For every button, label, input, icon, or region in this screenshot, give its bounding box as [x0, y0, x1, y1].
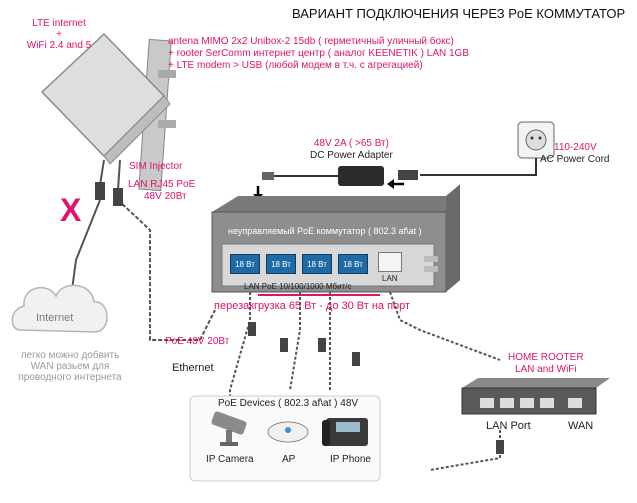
antenna-desc-line: antena MIMO 2x2 Unibox-2 15db ( герметич… — [168, 36, 454, 47]
poe-port-4: 18 Вт — [338, 254, 368, 274]
internet-label: Internet — [36, 312, 74, 324]
antenna-icon — [40, 32, 176, 192]
wan-note-line: WAN разьем для — [30, 361, 110, 372]
sim-injector-label: SIM Injector — [129, 161, 183, 172]
poe-port-2: 18 Вт — [266, 254, 296, 274]
home-router-icon — [461, 378, 610, 415]
antenna-left-line: + — [56, 29, 62, 40]
power-outlet-icon — [517, 121, 555, 159]
poe-port-1: 18 Вт — [230, 254, 260, 274]
switch-lan-label: LAN — [382, 274, 398, 283]
poe-switch-icon — [211, 184, 460, 293]
device-cables — [229, 291, 501, 400]
antenna-cables — [71, 159, 216, 341]
home-router-line: LAN and WiFi — [514, 364, 577, 375]
lan-rj45-line: LAN RJ45 PoE — [128, 179, 196, 190]
ac-cord-line: AC Power Cord — [540, 154, 610, 165]
router-cable — [429, 430, 501, 471]
arrow-left-icon — [387, 179, 394, 189]
lan-rj45-line: 48V 20Вт — [144, 191, 187, 202]
x-mark: X — [60, 192, 82, 228]
poe-port-3: 18 Вт — [302, 254, 332, 274]
adapter-label: 48V 2A ( >65 Вт) DC Power Adapter — [310, 138, 393, 162]
devices-header: PoE Devices ( 802.3 af\at ) 48V — [218, 398, 359, 409]
ip-camera-icon — [211, 411, 247, 446]
adapter-line: 48V 2A ( >65 Вт) — [313, 138, 389, 149]
lan-port-label: LAN Port — [486, 420, 531, 432]
device-ip-phone-label: IP Phone — [330, 454, 371, 465]
page-title: ВАРИАНТ ПОДКЛЮЧЕНИЯ ЧЕРЕЗ PoE КОММУТАТОР — [292, 6, 626, 21]
adapter-line: DC Power Adapter — [310, 150, 393, 161]
rj45-connector-icon — [95, 182, 105, 200]
switch-lan-poe-label: LAN PoE 10/100/1000 Мбит/с — [244, 282, 352, 291]
lan-port-icon — [378, 252, 402, 272]
antenna-left-line: LTE internet — [32, 18, 86, 29]
ethernet-label: Ethernet — [172, 362, 214, 374]
access-point-icon — [267, 421, 309, 443]
device-ip-camera-label: IP Camera — [206, 454, 254, 465]
device-ap-label: AP — [282, 454, 296, 465]
rj45-connector-icon — [113, 188, 123, 206]
wan-note-line: проводного интернета — [18, 372, 122, 383]
poe-48v-label: PoE 48V 20Вт — [165, 336, 230, 347]
antenna-desc-line: + LTE modem > USB (любой модем в т.ч. с … — [168, 60, 423, 71]
ac-cord-line — [420, 158, 537, 176]
power-adapter-icon — [262, 166, 418, 186]
wan-note-line: легко можно добвить — [20, 350, 120, 361]
overload-note: перезакгрузка 65 Вт - до 30 Вт на порт — [214, 300, 411, 312]
antenna-left-label: LTE internet + WiFi 2.4 and 5 — [14, 18, 104, 51]
ip-phone-icon — [322, 418, 368, 446]
home-router-line: HOME ROOTER — [508, 352, 584, 363]
home-router-label: HOME ROOTER LAN and WiFi — [508, 352, 584, 376]
cloud-icon — [11, 284, 108, 333]
antenna-description: antena MIMO 2x2 Unibox-2 15db ( герметич… — [168, 36, 469, 72]
ac-cord-line: 110-240V — [554, 142, 597, 153]
antenna-desc-line: + rooter SerComm интернет центр ( аналог… — [168, 48, 470, 59]
wan-label: WAN — [568, 420, 594, 432]
ac-cord-label: 110-240V AC Power Cord — [540, 142, 609, 166]
switch-label: неуправляемый PoE коммутатор ( 802.3 af\… — [228, 226, 422, 236]
antenna-left-line: WiFi 2.4 and 5 — [26, 40, 92, 51]
wan-note: легко можно добвить WAN разьем для прово… — [10, 350, 130, 383]
lan-rj45-label: LAN RJ45 PoE 48V 20Вт — [128, 179, 195, 203]
